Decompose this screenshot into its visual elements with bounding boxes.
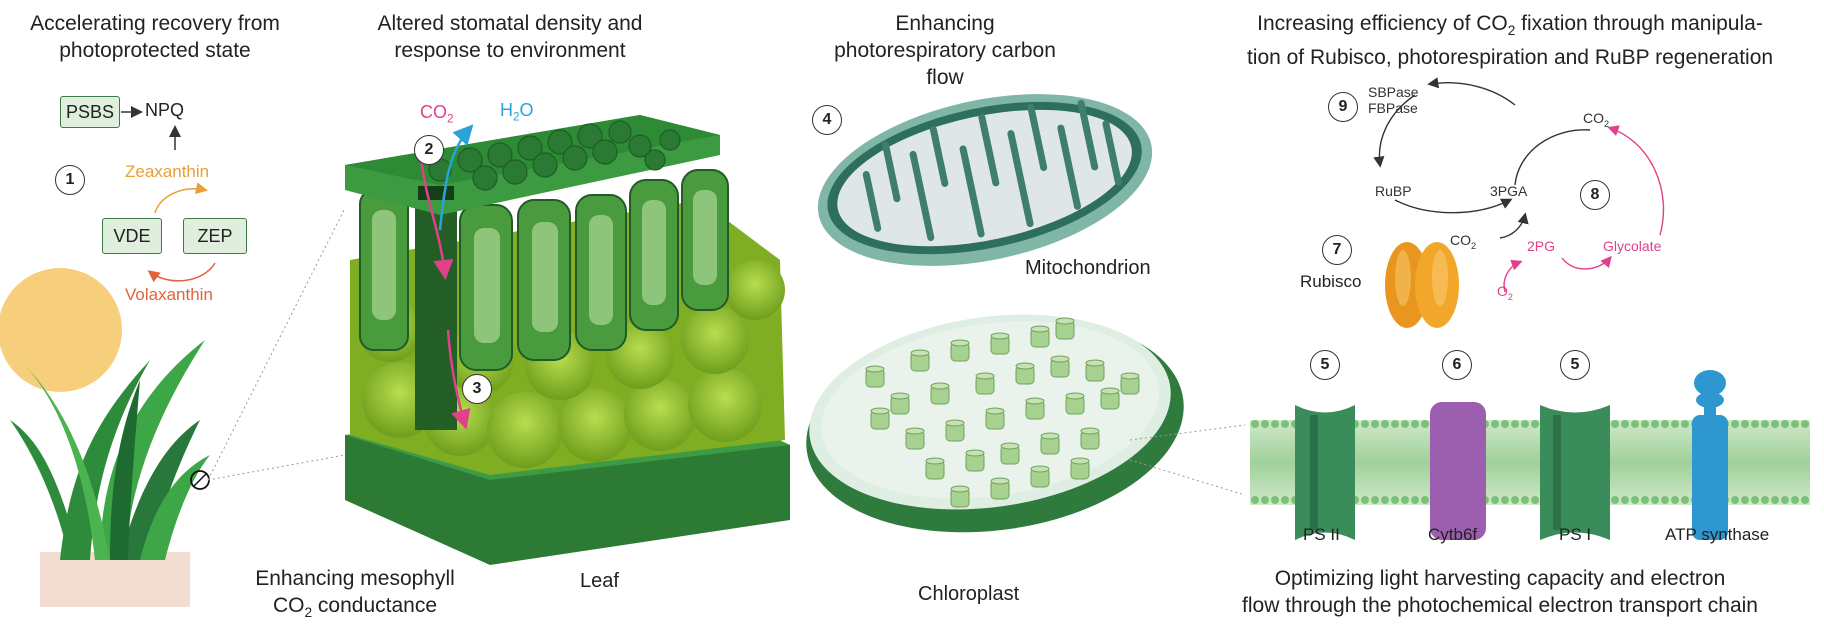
zep-box: ZEP <box>183 218 247 254</box>
leaf-label: Leaf <box>580 570 619 593</box>
sbpase-label: SBPase <box>1368 84 1419 100</box>
leaf-co2-label: CO2 <box>420 102 454 126</box>
rubisco-label: Rubisco <box>1300 272 1361 292</box>
chloroplast-label: Chloroplast <box>918 583 1019 606</box>
glycolate-label: Glycolate <box>1603 238 1661 254</box>
atp-synthase-icon <box>1692 370 1728 540</box>
marker-5a: 5 <box>1310 350 1340 380</box>
o2-label: O2 <box>1497 283 1513 302</box>
marker-1: 1 <box>55 165 85 195</box>
marker-6: 6 <box>1442 350 1472 380</box>
atp-synthase-label: ATP synthase <box>1665 525 1769 545</box>
leaf-cross-section <box>345 115 790 565</box>
title-photorespiratory: Enhancing photorespiratory carbon flow <box>820 10 1070 91</box>
ps1-label: PS I <box>1559 525 1591 545</box>
mitochondrion-label: Mitochondrion <box>1025 257 1151 280</box>
leaf-h2o-label: H2O <box>500 100 534 124</box>
3pga-label: 3PGA <box>1490 183 1527 199</box>
2pg-label: 2PG <box>1527 238 1555 254</box>
co2-mid-label: CO2 <box>1450 232 1476 251</box>
fbpase-label: FBPase <box>1368 100 1418 116</box>
npq-label: NPQ <box>145 100 184 121</box>
marker-7: 7 <box>1322 235 1352 265</box>
marker-8: 8 <box>1580 180 1610 210</box>
marker-3: 3 <box>462 374 492 404</box>
title-mesophyll: Enhancing mesophyll CO2 conductance <box>220 565 490 626</box>
title-light-harvesting: Optimizing light harvesting capacity and… <box>1180 565 1820 619</box>
zeaxanthin-arrow <box>155 189 205 213</box>
marker-2: 2 <box>414 135 444 165</box>
cytb6f-complex-icon <box>1430 402 1486 540</box>
marker-4: 4 <box>812 105 842 135</box>
psbs-box: PSBS <box>60 96 120 128</box>
co2-top-label: CO2 <box>1583 110 1609 129</box>
rubp-label: RuBP <box>1375 183 1412 199</box>
volaxanthin-label: Volaxanthin <box>125 285 213 305</box>
ps2-label: PS II <box>1303 525 1340 545</box>
marker-5b: 5 <box>1560 350 1590 380</box>
rubisco-icon <box>1385 242 1459 328</box>
title-co2-fixation: Increasing efficiency of CO2 fixation th… <box>1195 10 1824 71</box>
marker-9: 9 <box>1328 92 1358 122</box>
title-stomatal: Altered stomatal density and response to… <box>345 10 675 64</box>
ps2-complex-icon <box>1295 405 1355 540</box>
sun-icon <box>0 268 122 392</box>
title-recovery: Accelerating recovery from photoprotecte… <box>0 10 310 64</box>
zeaxanthin-label: Zeaxanthin <box>125 162 209 182</box>
vde-box: VDE <box>102 218 162 254</box>
ps1-complex-icon <box>1540 405 1610 540</box>
volaxanthin-arrow <box>150 263 215 281</box>
cytb6f-label: Cytb6f <box>1428 525 1477 545</box>
